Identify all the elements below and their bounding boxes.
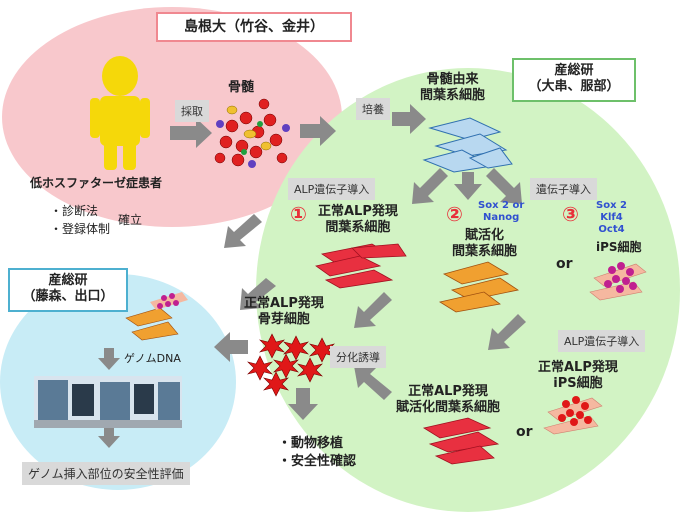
normal-activated-label: 正常ALP発現 賦活化間葉系細胞 bbox=[396, 384, 500, 417]
aist-sub-title-1: 産総研 bbox=[48, 273, 88, 288]
ips-label: iPS細胞 bbox=[596, 240, 642, 254]
step-2-number: ② bbox=[446, 202, 463, 226]
normal-msc-label-1: 正常ALP発現 bbox=[318, 204, 398, 219]
normal-ips-cells bbox=[543, 396, 603, 435]
osteoblast-label-1: 正常ALP発現 bbox=[244, 296, 324, 311]
lab-equipment-photo bbox=[34, 376, 182, 428]
factor-sox2: Sox 2 bbox=[596, 200, 627, 211]
arrow-culture-msc bbox=[392, 104, 426, 134]
aist-sub-title-2: （藤森、出口） bbox=[22, 289, 114, 305]
activated-label-2: 間葉系細胞 bbox=[452, 244, 518, 260]
msc-label-1: 骨髄由来 bbox=[426, 72, 479, 87]
or-label-2: or bbox=[516, 424, 533, 440]
diagnosis-label: ・診断法 bbox=[50, 204, 99, 218]
evaluation-tag: ゲノム挿入部位の安全性評価 bbox=[22, 462, 190, 485]
sox-nanog-1: Sox 2 or bbox=[478, 200, 525, 211]
osteoblast-cells bbox=[247, 333, 335, 397]
ips-cells bbox=[589, 262, 647, 301]
bone-marrow-cells bbox=[214, 98, 290, 168]
step-3-number: ③ bbox=[562, 202, 579, 226]
sox-nanog-label: Sox 2 or Nanog bbox=[478, 200, 524, 224]
arrow-1-down bbox=[240, 278, 276, 310]
msc-label-2: 間葉系細胞 bbox=[420, 88, 486, 104]
normal-msc-label: 正常ALP発現 間葉系細胞 bbox=[318, 204, 398, 237]
activated-msc-cells bbox=[438, 261, 520, 313]
genome-dna-label: ゲノムDNA bbox=[124, 352, 181, 365]
shimane-title: 島根大（竹谷、金井） bbox=[184, 19, 324, 35]
arrow-collect bbox=[170, 118, 212, 148]
arrow-msc-right bbox=[486, 168, 522, 204]
patient-label: 低ホスファターゼ症患者 bbox=[30, 176, 163, 190]
arrow-to-genome bbox=[214, 332, 248, 362]
normal-activated-cells bbox=[422, 417, 500, 465]
msc-label: 骨髄由来 間葉系細胞 bbox=[420, 72, 485, 105]
normal-ips-label-1: 正常ALP発現 bbox=[538, 360, 618, 375]
aist-main-title-box: 産総研 （大串、服部） bbox=[512, 58, 636, 102]
osteoblast-label: 正常ALP発現 骨芽細胞 bbox=[244, 296, 324, 329]
flow-arrows bbox=[98, 104, 526, 448]
animal-label: ・動物移植 bbox=[278, 436, 344, 451]
arrow-ips-down bbox=[488, 314, 526, 350]
bone-marrow-label: 骨髄 bbox=[228, 80, 255, 95]
patient-figure bbox=[90, 56, 150, 170]
gene-transfer-tag: 遺伝子導入 bbox=[530, 178, 597, 200]
normal-msc-cells bbox=[315, 243, 407, 289]
safety-label: ・安全性確認 bbox=[278, 454, 357, 469]
normal-ips-label: 正常ALP発現 iPS細胞 bbox=[538, 360, 618, 393]
aist-sub-title-box: 産総研 （藤森、出口） bbox=[8, 268, 128, 312]
aist-main-title-1: 産総研 bbox=[554, 63, 594, 78]
step-1-number: ① bbox=[290, 202, 307, 226]
activated-msc-label: 賦活化 間葉系細胞 bbox=[452, 228, 517, 261]
normal-msc-label-2: 間葉系細胞 bbox=[325, 220, 391, 236]
msc-cells bbox=[422, 117, 513, 173]
differentiation-tag: 分化誘導 bbox=[330, 346, 386, 368]
shimane-title-box: 島根大（竹谷、金井） bbox=[156, 12, 352, 42]
normal-activated-label-1: 正常ALP発現 bbox=[408, 384, 488, 399]
arrow-differentiation bbox=[354, 366, 392, 400]
factor-oct4: Oct4 bbox=[598, 224, 625, 235]
arrow-to-osteoblast bbox=[354, 292, 392, 328]
establish-label: 確立 bbox=[118, 213, 143, 227]
sox-nanog-2: Nanog bbox=[482, 212, 520, 223]
normal-activated-label-2: 賦活化間葉系細胞 bbox=[396, 400, 501, 416]
factors-label: Sox 2 Klf4 Oct4 bbox=[596, 200, 627, 236]
factor-klf4: Klf4 bbox=[600, 212, 623, 223]
osteoblast-label-2: 骨芽細胞 bbox=[257, 312, 310, 328]
culture-tag: 培養 bbox=[356, 98, 390, 120]
activated-label-1: 賦活化 bbox=[465, 228, 505, 243]
or-label-1: or bbox=[556, 256, 573, 272]
genome-dna-cells bbox=[125, 292, 188, 341]
arrow-equip-eval bbox=[98, 426, 120, 448]
arrow-msc-left bbox=[412, 168, 448, 204]
registry-label: ・登録体制 bbox=[50, 222, 111, 236]
arrow-to-establish bbox=[224, 214, 262, 248]
arrow-msc-down bbox=[454, 172, 482, 200]
arrow-genome-equip bbox=[98, 348, 120, 370]
normal-ips-label-2: iPS細胞 bbox=[553, 376, 603, 392]
aist-main-title-2: （大串、服部） bbox=[528, 79, 620, 95]
collect-tag: 採取 bbox=[175, 100, 209, 122]
alp-gene-transfer-tag: ALP遺伝子導入 bbox=[288, 178, 376, 200]
alp-gene-transfer-tag-2: ALP遺伝子導入 bbox=[558, 330, 646, 352]
arrow-to-culture bbox=[300, 116, 336, 146]
arrow-to-animal bbox=[288, 388, 318, 420]
shimane-region bbox=[2, 7, 342, 227]
